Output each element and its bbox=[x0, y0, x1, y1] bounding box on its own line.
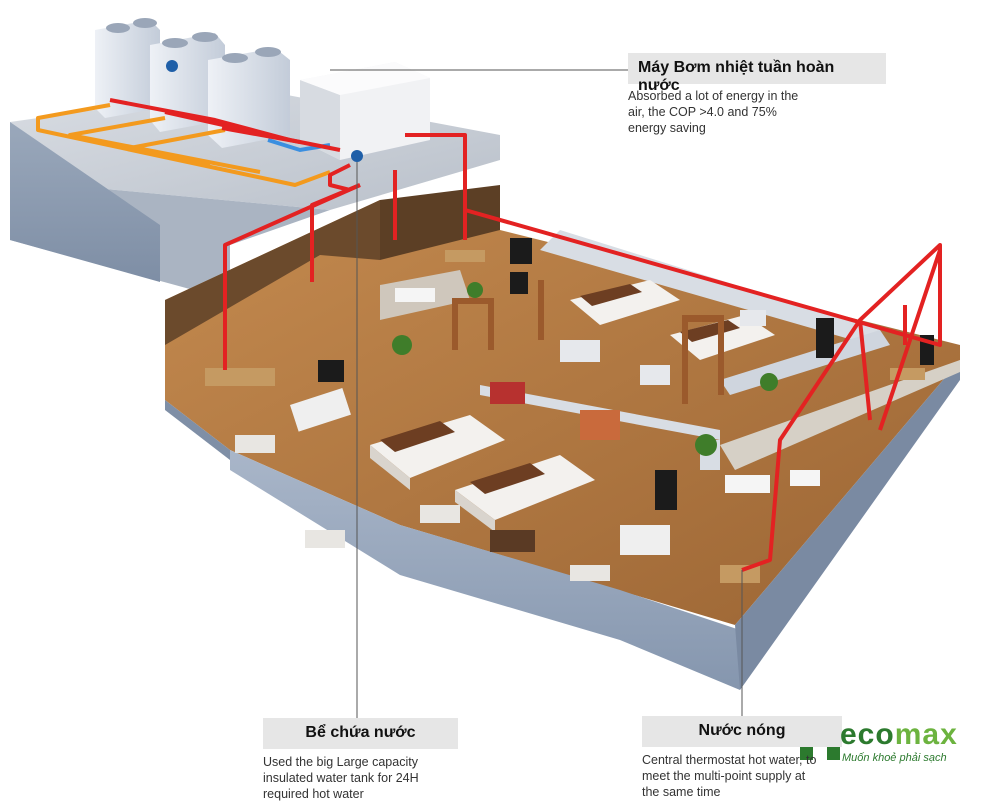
heat-pump-description: Absorbed a lot of energy in the air, the… bbox=[628, 89, 799, 135]
brand-slogan: Muốn khoẻ phải sạch bbox=[842, 752, 947, 764]
floor-plan bbox=[165, 185, 960, 690]
ecomax-logo: ecomax Muốn khoẻ phải sạch bbox=[796, 718, 986, 768]
pipe-warm bbox=[36, 103, 331, 187]
pipe-hot bbox=[109, 98, 942, 572]
furniture bbox=[205, 238, 934, 583]
bed bbox=[370, 415, 505, 490]
brand-name: ecomax bbox=[840, 718, 958, 752]
tank-title: Bể chứa nước bbox=[263, 718, 458, 749]
brand-name-max: max bbox=[894, 718, 958, 751]
heat-pump-title: Máy Bơm nhiệt tuần hoàn nước bbox=[628, 53, 886, 94]
tank-description: Used the big Large capacity insulated wa… bbox=[263, 755, 419, 801]
heat-pump-unit bbox=[95, 18, 160, 118]
leader-line bbox=[330, 69, 743, 718]
bed bbox=[455, 455, 595, 532]
bed bbox=[570, 280, 680, 325]
hot-water-title: Nước nóng bbox=[642, 716, 842, 747]
hot-water-description: Central thermostat hot water, to meet th… bbox=[642, 753, 817, 799]
heat-pump-unit bbox=[150, 32, 225, 132]
brand-name-eco: eco bbox=[840, 718, 895, 751]
